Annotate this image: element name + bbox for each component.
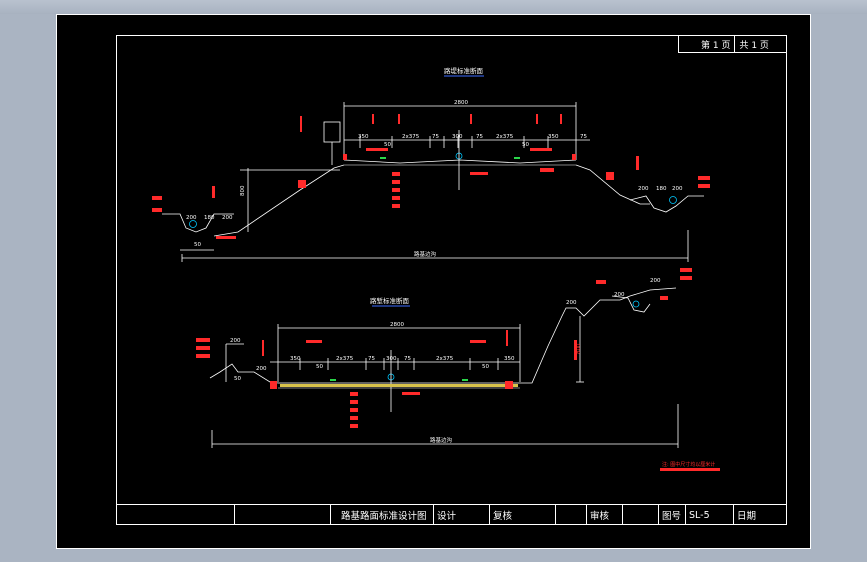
tb-blank-3 <box>555 505 586 525</box>
bottom-right-dim: 200 <box>614 292 625 298</box>
top-left-dim: 200 <box>186 215 197 221</box>
bottom-height: 800 <box>576 343 582 354</box>
tb-blank-2 <box>234 505 330 525</box>
bottom-left-dim: 50 <box>234 376 241 382</box>
drawing-note: 注: 图中尺寸均以厘米计 <box>662 461 715 468</box>
review-label: 复核 <box>489 505 555 525</box>
top-dim: 350 <box>548 134 559 140</box>
top-section-red-marks <box>152 114 710 239</box>
bottom-dim: 300 <box>386 356 397 362</box>
total-label: 共 1 页 <box>739 40 769 51</box>
top-left-dim: 50 <box>194 242 201 248</box>
bottom-section-pavement <box>280 384 518 387</box>
tb-blank-1 <box>116 505 234 525</box>
bottom-section-red-marks <box>196 268 720 471</box>
number-value: SL-5 <box>685 505 733 525</box>
window-chrome <box>0 0 867 14</box>
bottom-right-dim: 200 <box>566 300 577 306</box>
bottom-right-dim: 200 <box>650 278 661 284</box>
top-total-width: 2800 <box>454 100 468 106</box>
top-height: 800 <box>240 185 246 196</box>
top-dim: 75 <box>476 134 483 140</box>
inner-frame <box>116 35 787 525</box>
bottom-dim: 2x375 <box>336 356 354 362</box>
outer-frame <box>56 14 811 549</box>
bottom-section-title: 路堑标准断面 <box>370 296 410 305</box>
bottom-left-dim: 200 <box>230 338 241 344</box>
top-dim: 50 <box>384 142 391 148</box>
top-right-dim: 180 <box>656 186 667 192</box>
top-dim: 2x375 <box>496 134 514 140</box>
bottom-dim: 50 <box>316 364 323 370</box>
tb-blank-4 <box>622 505 658 525</box>
number-label: 图号 <box>658 505 685 525</box>
top-section <box>162 75 704 262</box>
top-left-dim: 180 <box>204 215 215 221</box>
bottom-dim: 50 <box>482 364 489 370</box>
design-label: 设计 <box>433 505 489 525</box>
bottom-section <box>209 287 679 448</box>
top-bottom-label: 路基边沟 <box>414 250 437 258</box>
bottom-total-width: 2800 <box>390 322 404 328</box>
top-dim: 50 <box>522 142 529 148</box>
bottom-bottom-label: 路基边沟 <box>430 436 453 444</box>
bottom-left-dim: 200 <box>256 366 267 372</box>
date-label: 日期 <box>733 505 787 525</box>
bottom-dim: 75 <box>368 356 375 362</box>
approve-label: 审核 <box>586 505 622 525</box>
top-dim: 75 <box>580 134 587 140</box>
top-dim: 2x375 <box>402 134 420 140</box>
sheet-label: 第 1 页 <box>701 40 731 51</box>
top-section-title: 路堤标准断面 <box>444 66 484 75</box>
bottom-dim: 75 <box>404 356 411 362</box>
bottom-dim: 350 <box>290 356 301 362</box>
drawing-name: 路基路面标准设计图 <box>330 505 433 525</box>
top-left-dim: 200 <box>222 215 233 221</box>
top-right-dim: 200 <box>638 186 649 192</box>
bottom-dim: 350 <box>504 356 515 362</box>
top-dim: 350 <box>358 134 369 140</box>
page-indicator: 第 1 页 共 1 页 <box>678 35 786 53</box>
drawing-canvas <box>56 14 811 549</box>
top-dim: 300 <box>452 134 463 140</box>
top-dim: 75 <box>432 134 439 140</box>
top-right-dim: 200 <box>672 186 683 192</box>
bottom-dim: 2x375 <box>436 356 454 362</box>
title-block: 路基路面标准设计图 设计 复核 审核 图号 SL-5 日期 <box>116 504 787 525</box>
